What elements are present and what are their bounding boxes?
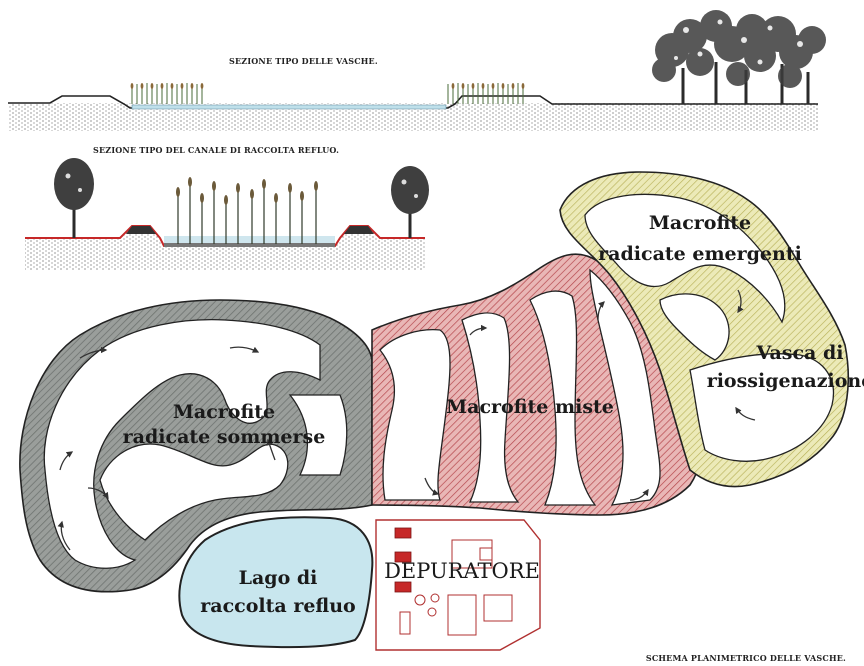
submerged-label-line2: radicate sommerse bbox=[123, 426, 326, 448]
mixed-label: Macrofite miste bbox=[446, 396, 614, 418]
channel-tree-left bbox=[54, 158, 94, 238]
channel-section-title: SEZIONE TIPO DEL CANALE DI RACCOLTA REFL… bbox=[93, 145, 339, 155]
basin-water bbox=[132, 105, 446, 109]
treatment-plant bbox=[376, 520, 540, 650]
basin-cross-section: SEZIONE TIPO DELLE VASCHE. bbox=[8, 10, 826, 131]
plant-unit-red-1 bbox=[395, 528, 411, 538]
reoxygenation-label-line1: Vasca di bbox=[755, 342, 843, 364]
plant-unit-red-3 bbox=[395, 582, 411, 592]
basin-section-title: SEZIONE TIPO DELLE VASCHE. bbox=[229, 56, 378, 66]
plant-label: DEPURATORE bbox=[384, 559, 540, 583]
reoxygenation-label-line2: riossigenazione bbox=[707, 370, 864, 392]
emergent-label-line2: radicate emergenti bbox=[598, 243, 802, 265]
plan-caption: SCHEMA PLANIMETRICO DELLE VASCHE. bbox=[646, 653, 846, 663]
trees-top-right bbox=[652, 10, 826, 104]
lake-label-line1: Lago di bbox=[239, 567, 318, 589]
submerged-label-line1: Macrofite bbox=[173, 401, 275, 423]
channel-tree-right bbox=[391, 166, 429, 238]
emergent-label-line1: Macrofite bbox=[649, 212, 751, 234]
lake-label-line2: raccolta refluo bbox=[200, 595, 355, 617]
channel-reed-heads bbox=[176, 177, 318, 205]
channel-cross-section: SEZIONE TIPO DEL CANALE DI RACCOLTA REFL… bbox=[25, 145, 429, 270]
channel-reeds bbox=[178, 180, 316, 244]
